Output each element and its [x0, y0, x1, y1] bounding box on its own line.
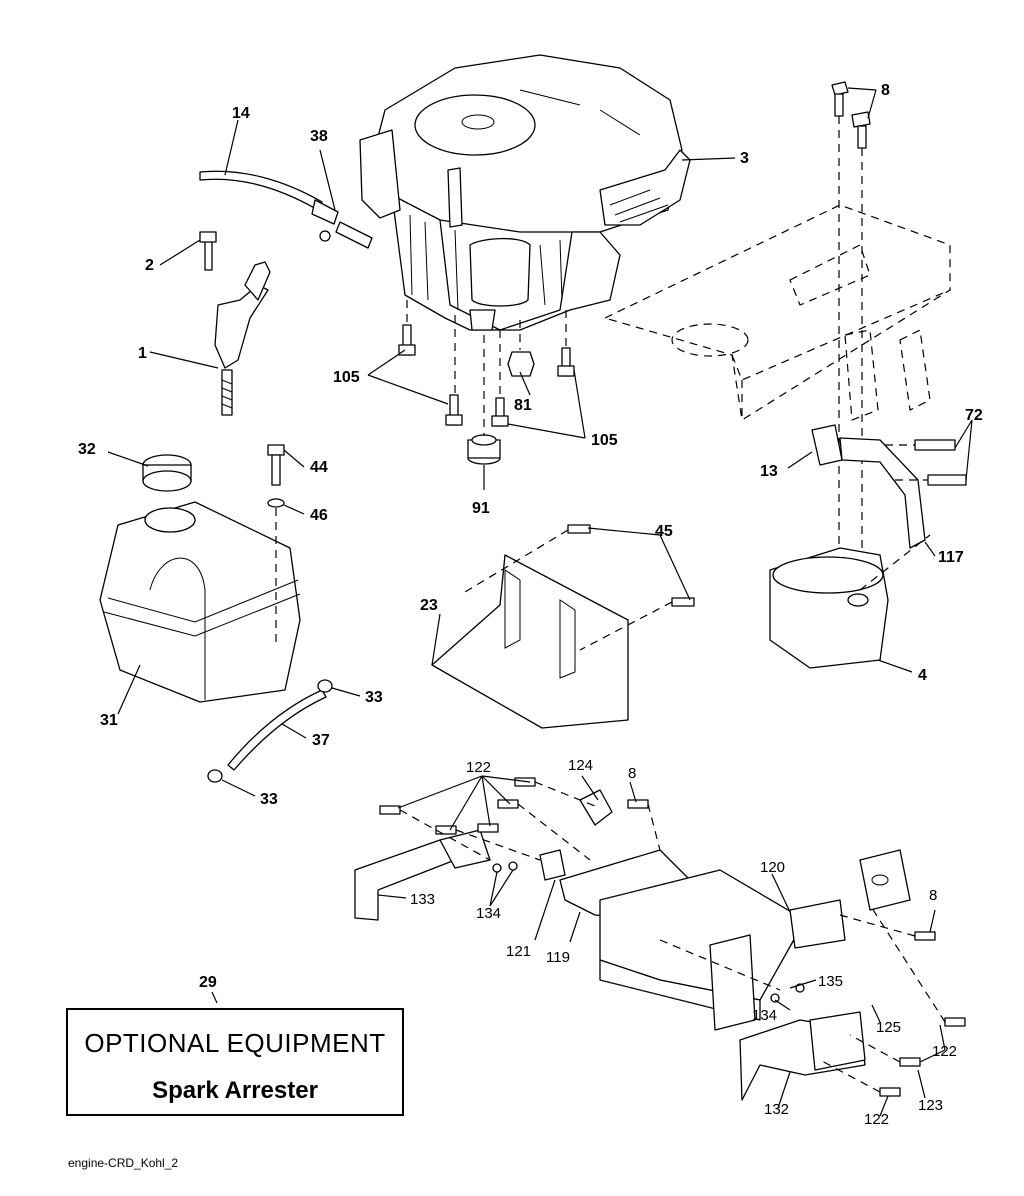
fuel-line-hose — [199, 170, 373, 249]
callout-3: 3 — [740, 150, 749, 167]
callout-8-middle: 8 — [628, 765, 636, 782]
callout-134-left: 134 — [476, 905, 501, 922]
callout-1: 1 — [138, 345, 147, 362]
callout-labels: 14 38 3 8 2 1 105 81 105 72 13 117 32 44… — [78, 82, 983, 1128]
callout-91: 91 — [472, 500, 490, 517]
callout-132: 132 — [764, 1101, 789, 1118]
callout-33-bottom: 33 — [260, 791, 278, 808]
callout-117: 117 — [938, 549, 964, 566]
callout-119: 119 — [546, 949, 570, 966]
callout-44: 44 — [310, 459, 328, 476]
callout-8-top: 8 — [881, 82, 890, 99]
callout-123: 123 — [918, 1097, 943, 1114]
callout-46: 46 — [310, 507, 328, 524]
callout-134-right: 134 — [752, 1007, 777, 1024]
muffler-assembly — [769, 424, 967, 669]
tractor-frame — [603, 81, 951, 580]
callout-122-top: 122 — [466, 759, 491, 776]
callout-105-left: 105 — [333, 369, 360, 386]
spark-arrester-label: Spark Arrester — [152, 1077, 318, 1104]
fuel-tank — [99, 444, 301, 703]
callout-14: 14 — [232, 105, 250, 122]
callout-124: 124 — [568, 757, 593, 774]
fuel-line — [207, 679, 333, 783]
callout-23: 23 — [420, 597, 438, 614]
callout-32: 32 — [78, 441, 96, 458]
callout-135: 135 — [818, 973, 843, 990]
callout-122-right: 122 — [932, 1043, 957, 1060]
callout-45: 45 — [655, 523, 673, 540]
engine-assembly — [359, 54, 691, 331]
callout-2: 2 — [145, 257, 154, 274]
callout-72: 72 — [965, 407, 983, 424]
callout-105-right: 105 — [591, 432, 618, 449]
callout-122-bottom: 122 — [864, 1111, 889, 1128]
callout-33-top: 33 — [365, 689, 383, 706]
callout-125: 125 — [876, 1019, 901, 1036]
throttle-control — [199, 231, 271, 416]
callout-38: 38 — [310, 128, 328, 145]
callout-37: 37 — [312, 732, 330, 749]
callout-4: 4 — [918, 667, 927, 684]
callout-31: 31 — [100, 712, 118, 729]
callout-13: 13 — [760, 463, 778, 480]
callout-8-bottom: 8 — [929, 887, 937, 904]
callout-121: 121 — [506, 943, 531, 960]
callout-81: 81 — [514, 397, 532, 414]
leader-lines — [107, 87, 973, 1117]
engine-mount-hardware — [398, 300, 575, 465]
callout-29: 29 — [199, 974, 217, 991]
optional-equipment-box: OPTIONAL EQUIPMENT Spark Arrester — [66, 1008, 404, 1116]
diagram-reference: engine-CRD_Kohl_2 — [68, 1156, 179, 1170]
optional-equipment-title: OPTIONAL EQUIPMENT — [84, 1028, 386, 1058]
heat-shield — [431, 524, 695, 729]
muffler-bracket-assembly — [354, 777, 966, 1101]
callout-120: 120 — [760, 859, 785, 876]
callout-133: 133 — [410, 891, 435, 908]
